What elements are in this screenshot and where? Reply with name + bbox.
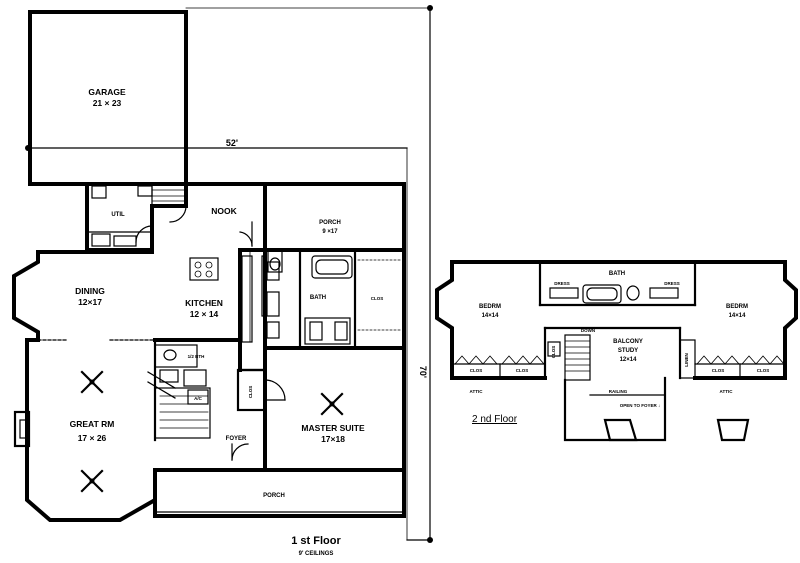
master-door xyxy=(264,379,286,401)
kitchen-size: 12 × 14 xyxy=(190,309,219,319)
open-to-foyer-label: OPEN TO FOYER ↓ xyxy=(620,403,660,408)
garage-label: GARAGE xyxy=(88,87,126,97)
bedrm-left-label: BEDRM xyxy=(479,304,501,310)
foyer-closet-label: CLOS xyxy=(248,386,253,399)
nook-label: NOOK xyxy=(211,206,237,216)
bedrm-right-label: BEDRM xyxy=(726,304,748,310)
study-label: STUDY xyxy=(618,348,638,354)
ac-label: A/C xyxy=(194,396,203,401)
master-suite-size: 17×18 xyxy=(321,434,345,444)
first-floor-labels: GARAGE 21 × 23 52' 70' UTIL NOOK PORCH 9… xyxy=(70,87,428,557)
railing-label: RAILING xyxy=(609,389,628,394)
dresser-right-label: DRESS xyxy=(664,281,680,286)
kitchen-fixtures xyxy=(189,221,280,343)
bath-closet-label: CLOS xyxy=(371,296,384,301)
foyer-label: FOYER xyxy=(226,436,247,442)
attic-right-label: ATTIC xyxy=(720,389,734,394)
balcony-size: 12×14 xyxy=(620,357,638,363)
half-bath-label: 1/2 BTH xyxy=(188,354,205,359)
master-suite-label: MASTER SUITE xyxy=(301,423,365,433)
attic-left-label: ATTIC xyxy=(470,389,484,394)
porch-front-label: PORCH xyxy=(263,493,285,499)
bedrm-right-size: 14×14 xyxy=(729,313,747,319)
bath-fixtures xyxy=(267,249,401,345)
porch-rear-label: PORCH xyxy=(319,220,341,226)
second-floor-labels: BATH DRESS DRESS BEDRM 14×14 BEDRM 14×14… xyxy=(470,271,770,425)
dimension-lines xyxy=(25,5,433,543)
closet-2-label: CLOS xyxy=(516,368,529,373)
closet-1-label: CLOS xyxy=(470,368,483,373)
first-floor-title: 1 st Floor xyxy=(291,535,341,547)
bath2-label: BATH xyxy=(609,271,625,277)
down-label: DOWN xyxy=(581,328,595,333)
second-floor-title: 2 nd Floor xyxy=(472,414,518,425)
great-room-size: 17 × 26 xyxy=(78,433,107,443)
great-room-label: GREAT RM xyxy=(70,419,115,429)
porch-rear-size: 9 ×17 xyxy=(322,229,338,235)
closet-5-label: CLOS xyxy=(551,346,556,359)
dining-size: 12×17 xyxy=(78,297,102,307)
width-dimension: 52' xyxy=(226,138,238,148)
foyer-closet xyxy=(231,368,267,461)
dresser-left-label: DRESS xyxy=(554,281,570,286)
ceiling-fan-icons xyxy=(80,370,344,493)
garage-steps xyxy=(151,183,187,223)
first-floor-plan: GARAGE 21 × 23 52' 70' UTIL NOOK PORCH 9… xyxy=(12,5,433,557)
kitchen-label: KITCHEN xyxy=(185,298,223,308)
second-floor-walls xyxy=(435,260,798,442)
linen-label: LINEN xyxy=(684,353,689,367)
dining-label: DINING xyxy=(75,286,105,296)
balcony-label: BALCONY xyxy=(613,339,643,345)
front-porch xyxy=(153,468,406,518)
util-label: UTIL xyxy=(111,212,125,218)
bedrm-left-size: 14×14 xyxy=(482,313,500,319)
first-floor-subtitle: 9' CEILINGS xyxy=(299,551,334,557)
second-floor-plan: BATH DRESS DRESS BEDRM 14×14 BEDRM 14×14… xyxy=(435,260,798,442)
depth-dimension: 70' xyxy=(418,366,428,378)
closet-4-label: CLOS xyxy=(757,368,770,373)
second-floor-bath-fixtures xyxy=(549,284,679,304)
stair-area xyxy=(147,344,211,439)
closet-3-label: CLOS xyxy=(712,368,725,373)
bath-label: BATH xyxy=(310,295,326,301)
garage-size: 21 × 23 xyxy=(93,98,122,108)
